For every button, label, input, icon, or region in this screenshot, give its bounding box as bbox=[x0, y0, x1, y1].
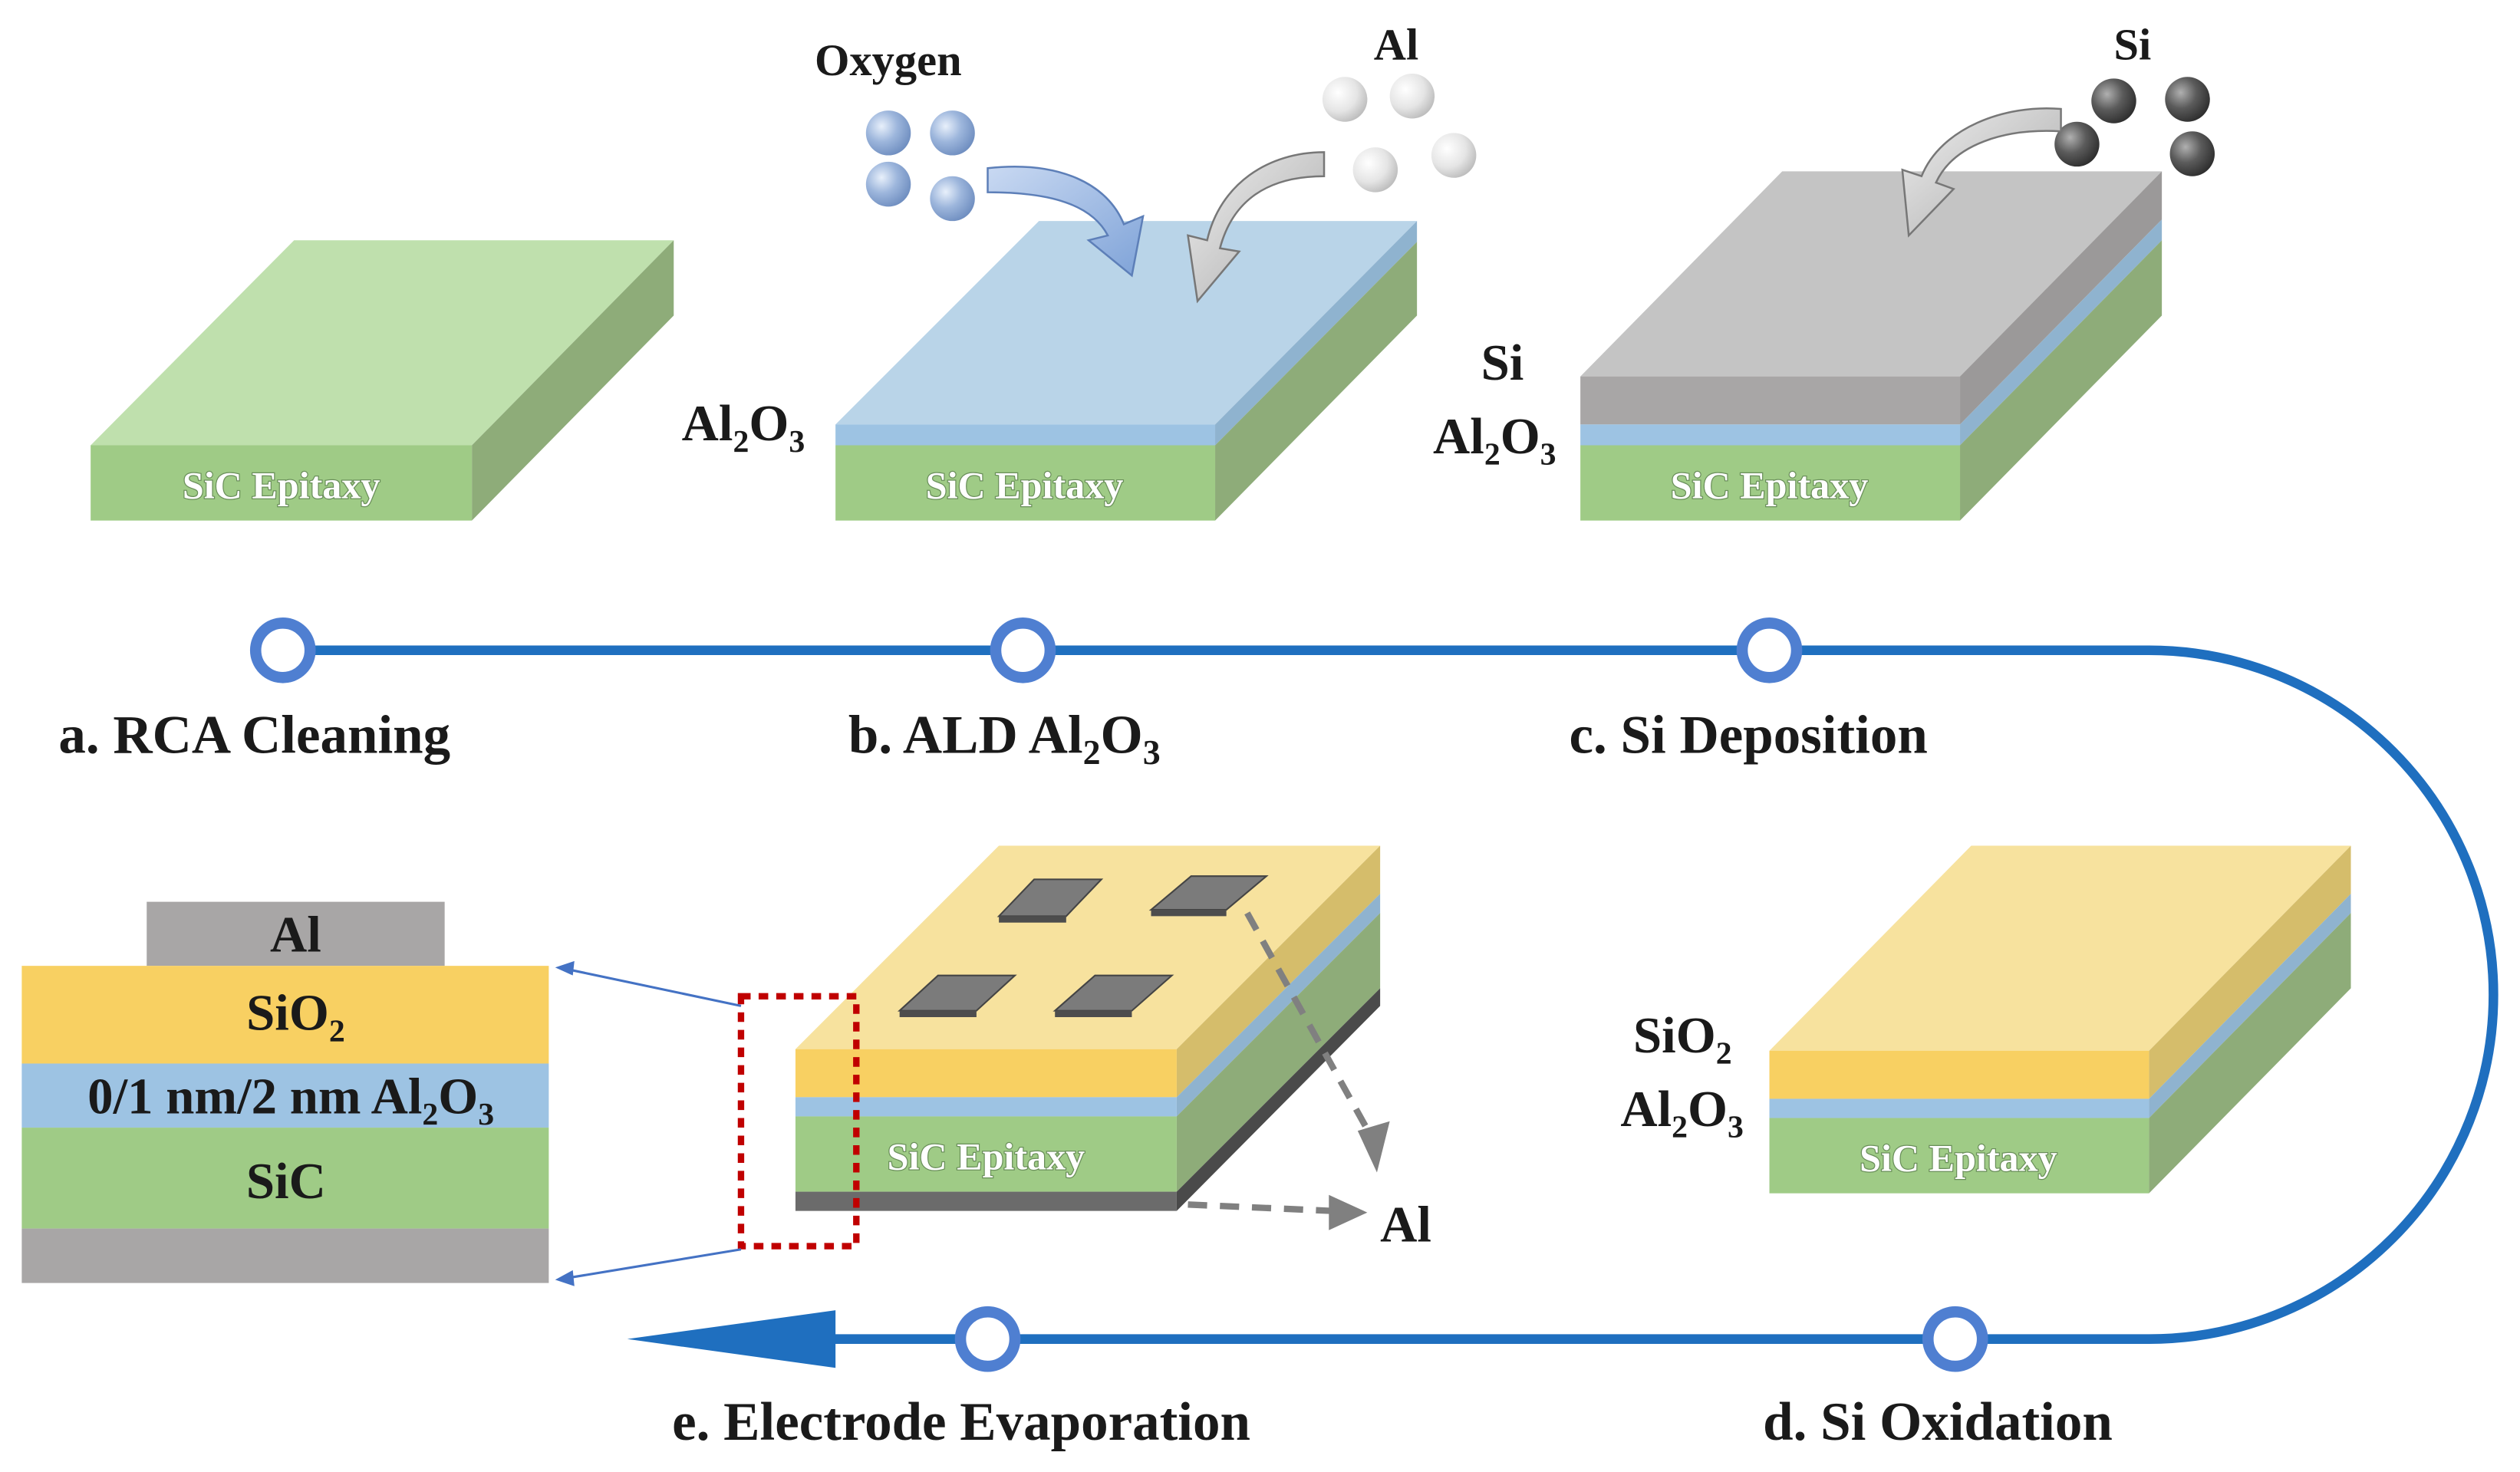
zoom-line-bottom bbox=[566, 1248, 742, 1279]
electrode-pad bbox=[899, 1010, 977, 1017]
al2o3-layer-label: Al2O3 bbox=[1620, 1081, 1744, 1145]
al2o3-front-layer bbox=[1580, 424, 1961, 446]
al-bottom-pointer-head bbox=[1329, 1194, 1368, 1230]
zoom-line-top bbox=[566, 967, 742, 1007]
oxygen-label: Oxygen bbox=[815, 35, 962, 85]
cross-section-sic bbox=[21, 1128, 549, 1229]
sic-front-face bbox=[1580, 445, 1961, 521]
cross-section-sic-label: SiC bbox=[246, 1153, 326, 1210]
cross-section-al2o3 bbox=[21, 1063, 549, 1128]
al-precursor-label: Al bbox=[1374, 19, 1418, 69]
al2o3-side-face bbox=[1960, 219, 2163, 446]
step-node-e bbox=[954, 1306, 1021, 1372]
al2o3-front-layer bbox=[795, 1097, 1177, 1117]
cross-section-al2o3-label: 0/1 nm/2 nm Al2O3 bbox=[87, 1068, 494, 1132]
backside-metal-front bbox=[795, 1191, 1177, 1211]
step-node-a bbox=[249, 617, 316, 683]
cross-section-al-label: Al bbox=[270, 906, 321, 963]
step-node-b bbox=[990, 617, 1056, 683]
sic-epitaxy-label: SiC Epitaxy bbox=[1860, 1136, 2057, 1179]
step-node-c bbox=[1736, 617, 1803, 683]
sic-top-face bbox=[91, 240, 674, 446]
sio2-front-layer bbox=[1769, 1050, 2149, 1099]
sic-epitaxy-label: SiC Epitaxy bbox=[183, 463, 380, 506]
backside-metal-side bbox=[1176, 988, 1381, 1211]
top-electrodes bbox=[897, 875, 1269, 1017]
al2o3-side-face bbox=[1215, 221, 1418, 446]
si-layer-label: Si bbox=[1481, 334, 1524, 391]
al2o3-front-layer bbox=[835, 424, 1216, 446]
al-bottom-pointer bbox=[1188, 1201, 1332, 1214]
electrode-pad bbox=[1151, 910, 1227, 917]
step-label-d: d. Si Oxidation bbox=[1763, 1392, 2113, 1452]
step-label-a: a. RCA Cleaning bbox=[58, 705, 450, 765]
cross-section-sio2 bbox=[21, 966, 549, 1064]
timeline-arrowhead bbox=[627, 1310, 836, 1368]
cross-section-backside-al bbox=[21, 1228, 549, 1283]
oxygen-arrow bbox=[987, 166, 1145, 278]
step-label-b: b. ALD Al2O3 bbox=[848, 705, 1161, 772]
sic-side-face bbox=[1960, 240, 2163, 521]
si-side-face bbox=[1960, 171, 2163, 425]
al2o3-side-face bbox=[2149, 894, 2351, 1118]
sic-side-face bbox=[472, 240, 674, 521]
al-arrow bbox=[1187, 151, 1326, 304]
oxygen-molecules bbox=[865, 110, 975, 222]
step-label-e: e. Electrode Evaporation bbox=[672, 1392, 1250, 1452]
electrode-pad bbox=[1055, 1010, 1132, 1017]
sic-front-face bbox=[835, 445, 1216, 521]
sio2-top-face bbox=[1769, 845, 2351, 1051]
cross-section-sio2-label: SiO2 bbox=[246, 985, 345, 1049]
sic-front-face bbox=[91, 445, 473, 521]
electrode-pad bbox=[999, 916, 1066, 923]
process-timeline bbox=[95, 617, 2499, 1372]
si-front-layer bbox=[1580, 376, 1961, 425]
al2o3-layer-label: Al2O3 bbox=[682, 395, 805, 459]
sio2-layer-label: SiO2 bbox=[1633, 1007, 1732, 1072]
panel-b-wafer: SiC Epitaxy bbox=[835, 221, 1418, 521]
al-top-pointer-head bbox=[1357, 1121, 1390, 1173]
si-top-face bbox=[1580, 171, 2163, 377]
cross-section: Al SiO2 0/1 nm/2 nm Al2O3 SiC bbox=[21, 901, 549, 1283]
al-electrode-label: Al bbox=[1380, 1196, 1431, 1253]
si-arrow bbox=[1901, 107, 2062, 238]
timeline-path bbox=[282, 645, 2499, 1344]
sic-side-face bbox=[2149, 913, 2351, 1194]
sio2-side-face bbox=[2149, 845, 2351, 1099]
al2o3-top-face bbox=[835, 221, 1418, 425]
al2o3-side-face bbox=[1176, 894, 1381, 1117]
zoom-region-box bbox=[737, 993, 860, 1250]
al-top-pointer bbox=[1244, 911, 1380, 1149]
al2o3-layer-label: Al2O3 bbox=[1433, 408, 1556, 473]
panel-c-wafer: SiC Epitaxy bbox=[1580, 171, 2163, 521]
sic-side-face bbox=[1176, 913, 1381, 1192]
sic-epitaxy-label: SiC Epitaxy bbox=[1671, 463, 1869, 506]
al-atoms bbox=[1322, 74, 1477, 193]
sic-epitaxy-label: SiC Epitaxy bbox=[888, 1134, 1085, 1177]
panel-e-wafer: SiC Epitaxy bbox=[795, 845, 1381, 1211]
si-atoms bbox=[2054, 77, 2215, 176]
step-node-d bbox=[1922, 1306, 1988, 1372]
sic-epitaxy-label: SiC Epitaxy bbox=[926, 463, 1124, 506]
cross-section-al-electrode bbox=[147, 901, 445, 967]
panel-a-wafer: SiC Epitaxy bbox=[91, 240, 674, 521]
panel-d-wafer: SiC Epitaxy bbox=[1769, 845, 2351, 1194]
sic-side-face bbox=[1215, 242, 1418, 521]
sic-front-face bbox=[1769, 1118, 2149, 1194]
sio2-front-layer bbox=[795, 1049, 1177, 1098]
al2o3-front-layer bbox=[1769, 1098, 2149, 1118]
si-precursor-label: Si bbox=[2113, 19, 2151, 69]
step-label-c: c. Si Deposition bbox=[1570, 705, 1928, 765]
